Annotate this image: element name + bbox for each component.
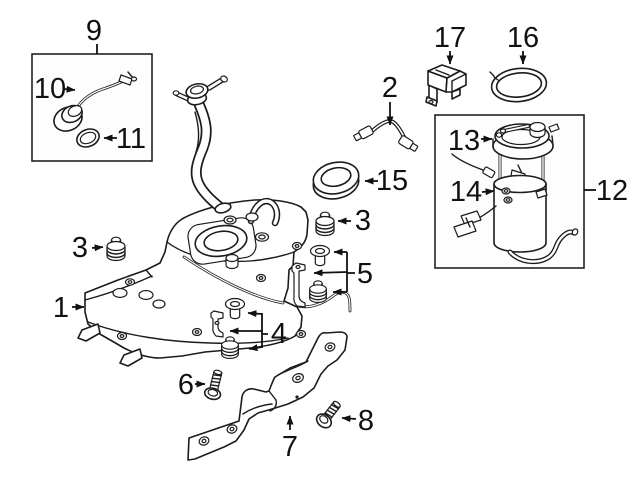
- callout-5: 5: [357, 258, 373, 290]
- callout-4: 4: [271, 318, 287, 350]
- control-module: [425, 64, 467, 107]
- tank-mount-tab: [119, 348, 143, 367]
- fuel-pump-module: [451, 121, 579, 265]
- callout-14: 14: [450, 176, 482, 208]
- callout-13: 13: [448, 125, 480, 157]
- callout-3-right: 3: [355, 205, 371, 237]
- callout-7: 7: [282, 431, 298, 463]
- callout-12: 12: [596, 175, 628, 207]
- grommet-5: [309, 244, 331, 267]
- callouts: 1 2 3 3 4 5 6 7 8 9 10 11 12 13 14 15 16…: [34, 15, 628, 463]
- filler-seal-ring: [312, 161, 360, 200]
- harness-connector: [353, 125, 374, 142]
- buffer-cap-5: [308, 280, 328, 304]
- buffer-cap-3-right: [315, 211, 335, 237]
- callout-11: 11: [116, 123, 146, 155]
- fuel-cap: [53, 104, 83, 132]
- callout-6: 6: [178, 369, 194, 401]
- arrow-10: [63, 85, 76, 93]
- callout-16: 16: [507, 22, 539, 54]
- callout-15: 15: [376, 165, 408, 197]
- fuel-tank: [77, 197, 309, 367]
- filler-pipe: [172, 75, 232, 214]
- bracket-5: [346, 252, 355, 292]
- bolt-6: [203, 369, 223, 401]
- callout-9: 9: [86, 15, 102, 47]
- buffer-cap-3-left: [106, 236, 126, 262]
- cap-seal-ring: [76, 128, 100, 148]
- callout-17: 17: [434, 22, 466, 54]
- buffer-cap-4: [220, 336, 240, 360]
- wiring-harness: [353, 118, 419, 152]
- mount-bracket-5: [291, 262, 306, 308]
- callout-2: 2: [382, 72, 398, 104]
- harness-connector: [398, 135, 419, 152]
- arrow-14: [481, 188, 495, 196]
- pump-connector: [460, 210, 482, 226]
- cap-tether: [77, 71, 138, 107]
- tank-bosses: [112, 212, 307, 341]
- arrow-3-left: [91, 244, 104, 252]
- tank-mount-tab: [77, 323, 101, 342]
- arrow-8: [341, 415, 357, 423]
- lock-ring: [489, 67, 548, 103]
- bolt-8: [315, 400, 341, 429]
- mount-bracket-4: [210, 310, 224, 338]
- skid-plate: [187, 331, 348, 461]
- callout-10: 10: [34, 73, 66, 105]
- grommet-4: [224, 297, 246, 320]
- callout-1: 1: [53, 292, 69, 324]
- callout-3-left: 3: [72, 232, 88, 264]
- callout-8: 8: [358, 405, 374, 437]
